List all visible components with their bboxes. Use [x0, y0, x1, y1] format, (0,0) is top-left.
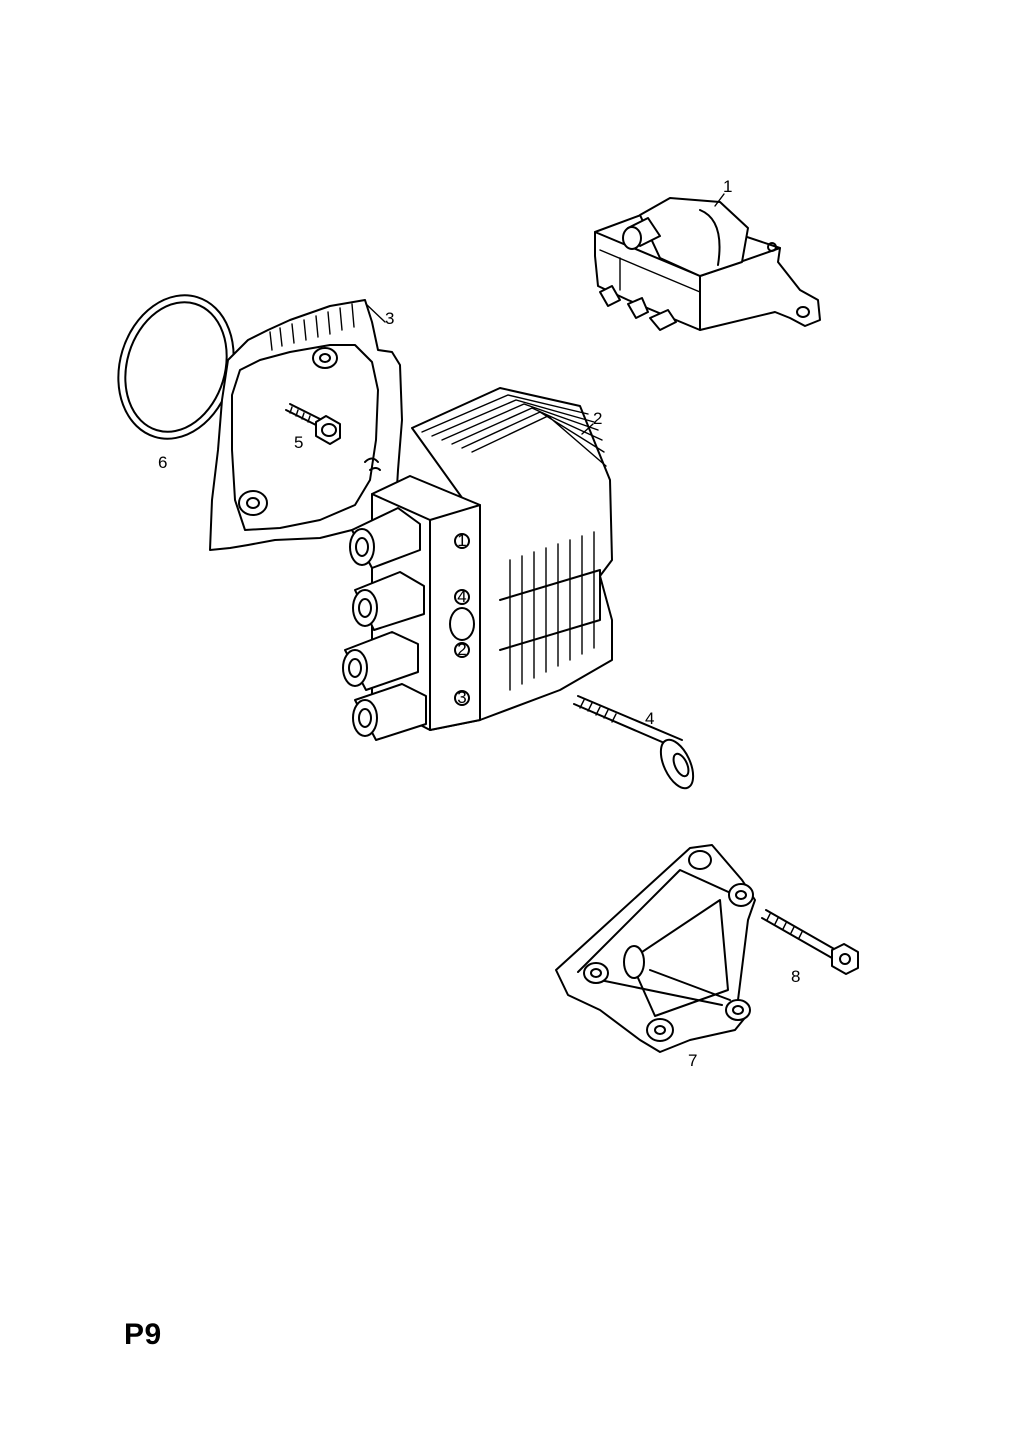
single-ignition-coil-part-1	[594, 197, 821, 331]
terminal-mark: 2	[457, 640, 466, 659]
bolt-part-5	[285, 403, 341, 445]
mounting-plate-part-3	[209, 299, 403, 551]
callout-8: 8	[791, 967, 800, 986]
leader-lines	[365, 193, 725, 435]
coil-tower	[342, 631, 419, 691]
page-code-label: P9	[124, 1318, 162, 1351]
support-bracket-part-7	[555, 844, 756, 1053]
callout-1: 1	[723, 177, 732, 196]
terminal-mark: 4	[457, 587, 466, 606]
callout-4: 4	[645, 709, 654, 728]
callout-5: 5	[294, 433, 303, 452]
long-bolt-part-4	[573, 695, 695, 790]
coil-tower	[352, 683, 427, 741]
callout-7: 7	[688, 1051, 697, 1070]
ignition-coil-part-2: 1 4 2 3	[342, 387, 613, 741]
coil-tower	[352, 571, 425, 631]
terminal-mark: 3	[457, 688, 466, 707]
coil-tower	[349, 507, 421, 569]
callout-6: 6	[158, 453, 167, 472]
callout-2: 2	[593, 409, 602, 428]
callout-3: 3	[385, 309, 394, 328]
coil-terminal-marks: 1 4 2 3	[449, 531, 475, 707]
terminal-mark: 1	[457, 531, 466, 550]
flange-bolt-part-8	[761, 909, 859, 975]
